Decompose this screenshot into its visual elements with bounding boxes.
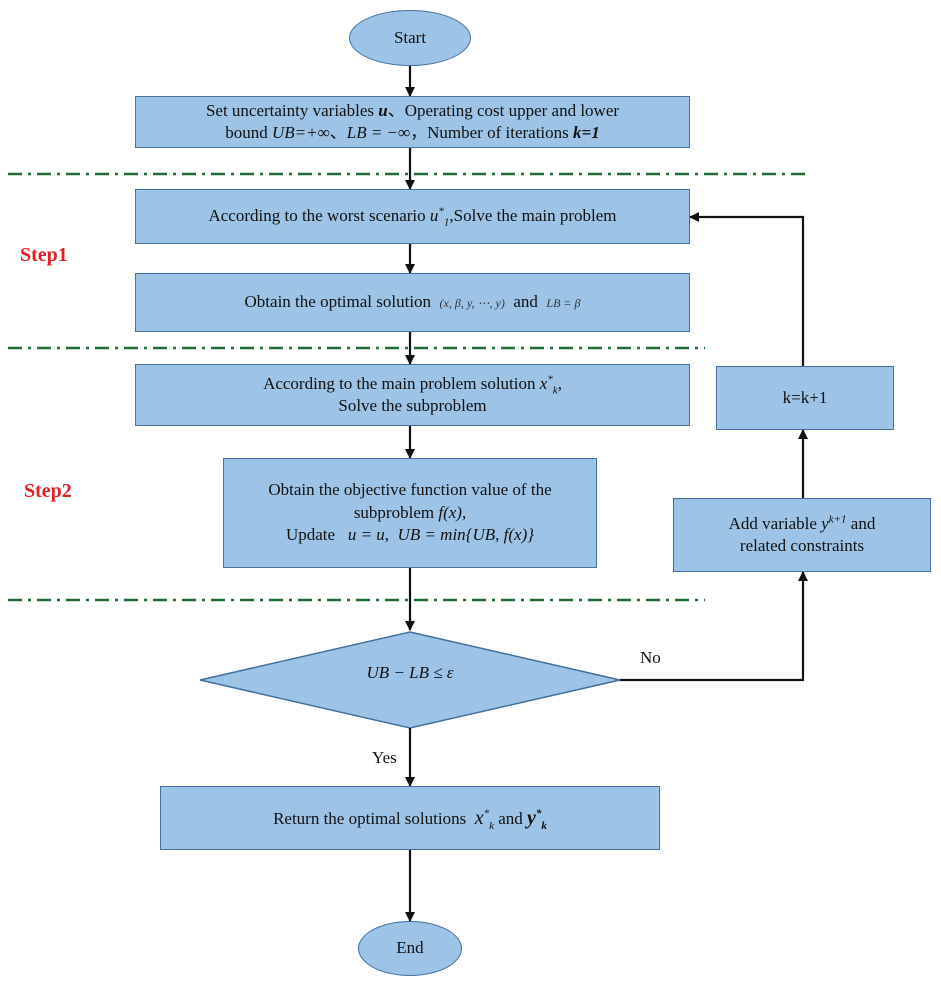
init-line-2-prefix: bound [225, 123, 268, 142]
init-line-1-suffix: Operating cost upper and lower [404, 100, 620, 120]
start-label: Start [393, 27, 427, 47]
objective-u-update: u = u [347, 525, 385, 545]
add-variable-y-math: yk+1 [821, 512, 847, 533]
init-ub-value: UB=+∞ [272, 123, 330, 142]
init-line-2: bound UB=+∞、LB = −∞，Number of iterations… [206, 122, 619, 144]
init-box: Set uncertainty variables u、Operating co… [135, 96, 690, 148]
arrow-increment-to-main [689, 212, 805, 366]
step2-label: Step2 [24, 480, 72, 502]
main-problem-suffix: ,Solve the main problem [449, 206, 617, 226]
objective-function-value: f(x) [438, 502, 462, 522]
objective-line-3-prefix: Update [285, 525, 336, 545]
subproblem-box: According to the main problem solution x… [135, 364, 690, 426]
subproblem-comma: , [557, 373, 562, 393]
objective-line-2-prefix: subproblem [353, 502, 435, 522]
objective-line-2: subproblem f(x), [268, 502, 551, 524]
subproblem-line-1-prefix: According to the main problem solution [263, 373, 536, 393]
return-box: Return the optimal solutions x*k and y*k [160, 786, 660, 850]
init-separator-2: 、 [329, 123, 347, 142]
end-terminal: End [358, 921, 462, 976]
main-problem-prefix: According to the worst scenario [208, 206, 426, 226]
init-line-1: Set uncertainty variables u、Operating co… [206, 100, 619, 122]
main-problem-u-math: u*1 [429, 205, 450, 229]
no-label: No [640, 648, 661, 667]
subproblem-line-1: According to the main problem solution x… [263, 373, 562, 395]
yes-label: Yes [372, 748, 397, 767]
add-variable-and: and [850, 513, 876, 533]
start-terminal: Start [349, 10, 471, 66]
step1-label: Step1 [20, 244, 68, 266]
return-y-math: y*k [527, 806, 547, 832]
return-x: x [474, 806, 484, 829]
decision-condition: UB − LB ≤ ε [366, 663, 454, 682]
optimal-solution-lb: LB = β [546, 296, 581, 311]
main-problem-box: According to the worst scenario u*1,Solv… [135, 189, 690, 244]
end-label: End [396, 938, 424, 958]
objective-update-box: Obtain the objective function value of t… [223, 458, 597, 568]
return-x-math: x*k [474, 806, 494, 832]
init-line-1-prefix: Set uncertainty variables [205, 100, 374, 120]
return-y: y [527, 806, 536, 829]
init-iter-prefix: ，Number of iterations [410, 123, 569, 142]
return-prefix: Return the optimal solutions [273, 808, 467, 828]
optimal-solution-tuple: (x, β, y, ⋯, y) [439, 296, 505, 311]
init-separator-1: 、 [387, 100, 405, 120]
increment-label: k=k+1 [782, 387, 828, 407]
add-variable-prefix: Add variable [728, 513, 817, 533]
objective-line-3: Update u = u, UB = min{UB, f(x)} [285, 525, 535, 545]
subproblem-x: x [539, 373, 548, 393]
subproblem-x-math: x*k [539, 372, 558, 396]
subproblem-line-2: Solve the subproblem [338, 396, 487, 415]
optimal-solution-prefix: Obtain the optimal solution [244, 292, 432, 312]
optimal-solution-and: and [513, 292, 538, 312]
add-variable-box: Add variable yk+1 and related constraint… [673, 498, 931, 572]
add-variable-y: y [821, 513, 829, 533]
objective-ub-update: UB = min{UB, f(x)} [397, 525, 535, 545]
main-problem-u: u [429, 206, 439, 226]
init-iter-value: k=1 [573, 123, 600, 142]
return-and: and [498, 808, 523, 828]
objective-line-1: Obtain the objective function value of t… [268, 480, 552, 500]
increment-box: k=k+1 [716, 366, 894, 430]
add-variable-line-1: Add variable yk+1 and [729, 513, 876, 535]
init-u-variable: u [378, 100, 388, 120]
objective-comma: , [461, 502, 467, 522]
arrow-no-to-add-variable [620, 571, 808, 682]
optimal-solution-box: Obtain the optimal solution (x, β, y, ⋯,… [135, 273, 690, 332]
init-lb-value: LB = −∞ [346, 123, 411, 142]
add-variable-line-2: related constraints [739, 536, 865, 555]
